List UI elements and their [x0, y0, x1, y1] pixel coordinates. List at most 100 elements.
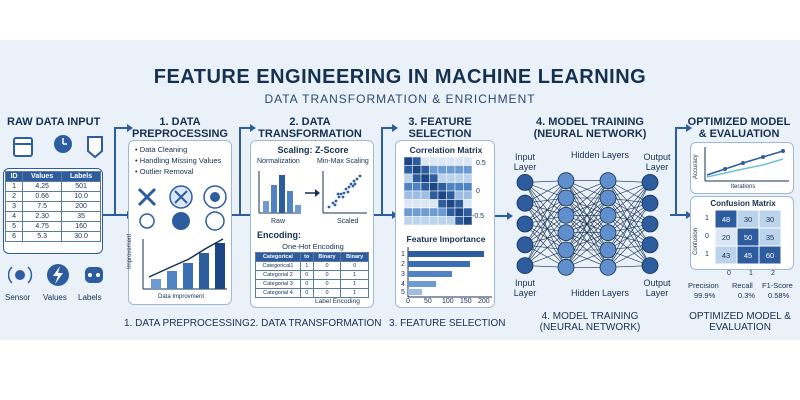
- encoding-table-cell: Categorical1: [255, 261, 301, 271]
- norm-bar-1: [263, 201, 269, 213]
- nn-node: [516, 257, 534, 274]
- heatmap-cell: [454, 182, 464, 192]
- cm-ytick-0: 1: [705, 215, 709, 222]
- nn-node: [599, 224, 617, 242]
- raw-table-cell: 2.30: [22, 211, 63, 222]
- encoding-table-cell: 0: [299, 288, 314, 298]
- heatmap-cell: [437, 157, 447, 166]
- cm-cell-value: 45: [744, 251, 752, 260]
- metric-f1-name: F1-Score: [762, 281, 793, 290]
- heatmap-cell: [437, 199, 447, 209]
- nn-node: [641, 257, 659, 274]
- heatmap-cell: [429, 216, 439, 225]
- heatmap-cell: [446, 157, 456, 166]
- heatmap-cell: [412, 199, 422, 209]
- heatmap-cell: [404, 199, 413, 209]
- nn-node: [557, 206, 575, 224]
- trans-normalization-label: Normalization: [257, 158, 300, 165]
- raw-table-cell: 4.25: [22, 181, 63, 192]
- metric-recall-value: 0.3%: [738, 291, 756, 300]
- select-footer: 3. FEATURE SELECTION: [389, 318, 506, 329]
- gear-icon: [139, 213, 155, 229]
- corr-scale-high: 0.5: [476, 160, 486, 167]
- raw-label-values: Values: [43, 293, 67, 302]
- heatmap-cell: [404, 207, 413, 217]
- fi-label-1: 1: [401, 251, 405, 258]
- norm-bar-3: [279, 175, 285, 213]
- raw-table-cell: 7.5: [22, 201, 63, 212]
- heatmap-cell: [437, 190, 447, 200]
- heatmap-cell: [412, 157, 422, 166]
- pre-yaxis-label: Improvement: [127, 233, 133, 269]
- model-hidden-layers-bottom: Hidden Layers: [570, 288, 630, 298]
- scatter-icon: [205, 211, 225, 231]
- nn-node: [641, 215, 659, 233]
- heatmap-cell: [429, 199, 439, 209]
- pre-xaxis-label: Data Improvment: [157, 294, 205, 300]
- trans-scaling-title: Scaling: Z-Score: [277, 145, 349, 155]
- labels-icon: [85, 267, 103, 283]
- fi-bar-5: [408, 289, 422, 295]
- fi-bar-3: [408, 271, 452, 277]
- fi-tick-0: 0: [406, 298, 410, 305]
- fi-tick-50: 50: [424, 298, 432, 305]
- raw-header-labels: Labels: [61, 171, 101, 182]
- heatmap-cell: [412, 216, 422, 225]
- raw-heading: RAW DATA INPUT: [7, 116, 101, 128]
- trans-minmax-label: Min-Max Scaling: [317, 158, 369, 165]
- heatmap-cell: [463, 207, 472, 217]
- heatmap-cell: [429, 165, 439, 175]
- heatmap-cell: [446, 190, 456, 200]
- heatmap-cell: [463, 190, 472, 200]
- model-output-layer-top: Output Layer: [643, 152, 671, 172]
- pre-icons: [137, 185, 227, 231]
- heatmap-cell: [404, 182, 413, 192]
- nn-connection: [607, 197, 651, 266]
- feature-importance-chart: [407, 247, 492, 298]
- nn-connection: [607, 202, 651, 233]
- page-title: FEATURE ENGINEERING IN MACHINE LEARNING: [153, 66, 647, 88]
- heatmap-cell: [420, 207, 430, 217]
- norm-bar-4: [287, 191, 293, 213]
- heatmap-cell: [437, 182, 447, 192]
- nn-node: [516, 194, 534, 212]
- model-output-layer-bottom: Output Layer: [643, 278, 671, 298]
- fi-label-2: 2: [401, 261, 405, 268]
- encoding-table-cell: Categorial 4: [255, 288, 301, 298]
- raw-icons: [13, 135, 103, 159]
- filter-icon: [172, 212, 190, 230]
- pre-bullet-cleaning: • Data Cleaning: [135, 145, 188, 154]
- nn-connection: [565, 180, 609, 233]
- trans-raw-label: Raw: [271, 218, 286, 225]
- nn-connection: [524, 182, 567, 233]
- nn-node: [557, 172, 575, 190]
- encoding-table: Categorical to Binary Binary Categorical…: [255, 252, 369, 298]
- accuracy-line-chart: [704, 147, 789, 182]
- pre-bullet-missing: • Handling Missing Values: [135, 156, 222, 165]
- fi-bar-2: [408, 261, 470, 267]
- raw-table-cell: 1: [4, 181, 24, 192]
- heatmap-cell: [437, 173, 447, 183]
- heatmap-cell: [420, 182, 430, 192]
- raw-table-cell: 5: [4, 221, 24, 232]
- nn-connection: [524, 223, 567, 268]
- pre-bar-1: [151, 279, 161, 289]
- encoding-table-cell: Categorial 2: [255, 270, 301, 280]
- metric-precision-name: Precision: [688, 281, 719, 290]
- heatmap-cell: [404, 165, 413, 175]
- trans-label-encoding: Label Encoding: [315, 298, 360, 305]
- nn-connection: [524, 232, 567, 266]
- fi-label-3: 3: [401, 271, 405, 278]
- corr-scale-mid: 0: [476, 188, 480, 195]
- nn-node: [557, 258, 575, 276]
- heatmap-cell: [463, 199, 472, 209]
- nn-node: [557, 241, 575, 259]
- fi-bar-1: [408, 251, 484, 257]
- model-footer: 4. MODEL TRAINING (NEURAL NETWORK): [539, 311, 641, 333]
